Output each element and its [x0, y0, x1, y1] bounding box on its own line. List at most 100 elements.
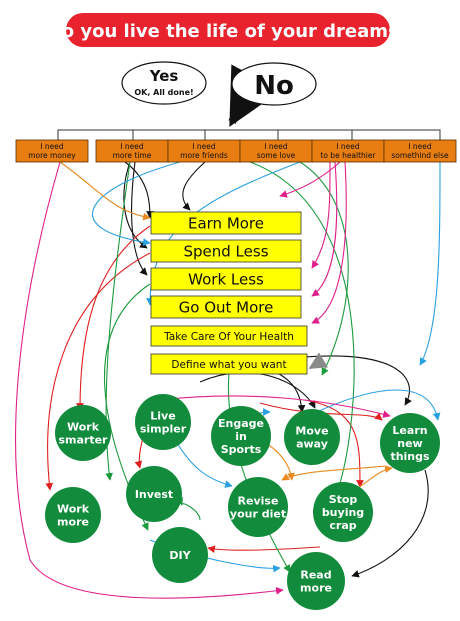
- connector: [15, 161, 284, 599]
- tactic-label: Move: [295, 425, 328, 438]
- need-label: I need: [264, 142, 288, 151]
- tactic-label: Stop: [329, 493, 358, 506]
- tactic-label: new: [397, 437, 422, 450]
- connector: [182, 161, 206, 211]
- connector: [175, 497, 201, 521]
- action-box: Define what you want: [150, 353, 308, 375]
- tactic-label: Sports: [221, 443, 262, 456]
- tactic-label: Live: [150, 410, 175, 423]
- title-banner: Do you live the life of your dreams?: [47, 13, 409, 47]
- answer-yes: Yes OK, All done!: [121, 61, 207, 105]
- connector: [91, 161, 181, 246]
- connector: [281, 465, 386, 481]
- connector: [354, 465, 393, 491]
- connector: [311, 161, 331, 269]
- answer-no-label: No: [254, 71, 294, 101]
- connector: [311, 161, 347, 324]
- connector: [311, 161, 338, 297]
- tactic-label: smarter: [58, 434, 108, 447]
- connector: [199, 372, 316, 409]
- need-label: I need: [336, 142, 360, 151]
- needs-bracket: [57, 129, 441, 140]
- tactic-label: your diet: [230, 508, 286, 521]
- connector: [259, 402, 383, 421]
- page-title: Do you live the life of your dreams?: [47, 21, 409, 42]
- tactic-label: Engage: [218, 417, 264, 430]
- action-label: Go Out More: [179, 298, 274, 316]
- tactic-label: crap: [329, 519, 356, 532]
- tactic-label: Read: [300, 569, 331, 582]
- action-box: Work Less: [150, 267, 302, 291]
- tactic-label: more: [300, 582, 332, 595]
- connector: [351, 469, 429, 578]
- tactic-label: Work: [67, 421, 100, 434]
- need-label: more time: [113, 151, 152, 160]
- connector: [308, 352, 329, 370]
- tactic-label: Invest: [135, 488, 173, 501]
- action-label: Spend Less: [183, 242, 268, 260]
- need-label: I need: [408, 142, 432, 151]
- connector: [279, 161, 341, 198]
- need-label: somethind else: [391, 151, 449, 160]
- tactic-circle: DIY: [152, 527, 208, 583]
- connector: [249, 161, 355, 491]
- answer-no: No: [231, 62, 317, 106]
- connector: [304, 355, 412, 406]
- need-label: I need: [192, 142, 216, 151]
- tactic-label: Work: [57, 503, 90, 516]
- answer-yes-label: Yes: [149, 67, 179, 85]
- need-label: some love: [257, 151, 296, 160]
- connector: [207, 545, 321, 554]
- need-label: I need: [120, 142, 144, 151]
- tactic-label: buying: [322, 506, 364, 519]
- tactic-label: Learn: [392, 424, 427, 437]
- connector: [45, 252, 151, 491]
- action-box: Spend Less: [150, 239, 302, 263]
- action-label: Define what you want: [171, 359, 286, 371]
- action-label: Work Less: [188, 270, 264, 288]
- action-label: Earn More: [188, 214, 264, 232]
- connector: [123, 161, 148, 249]
- connector: [227, 361, 291, 573]
- tactic-label: more: [57, 516, 89, 529]
- action-label: Take Care Of Your Health: [163, 331, 294, 343]
- tactic-label: away: [296, 438, 328, 451]
- connector: [159, 395, 391, 418]
- connector: [419, 161, 441, 366]
- action-box: Take Care Of Your Health: [150, 325, 308, 347]
- need-label: I need: [40, 142, 64, 151]
- tactic-label: DIY: [169, 549, 191, 562]
- need-label: more friends: [180, 151, 228, 160]
- connector: [304, 399, 364, 488]
- tactic-label: simpler: [140, 423, 187, 436]
- need-label: to be healthier: [320, 151, 376, 160]
- big-arrow-no-to-needs: [228, 64, 281, 127]
- tactic-label: Revise: [238, 495, 279, 508]
- connector: [76, 225, 151, 411]
- connector: [59, 161, 151, 221]
- tactic-label: in: [235, 430, 247, 443]
- answer-yes-sub: OK, All done!: [134, 88, 193, 97]
- tactic-label: things: [390, 450, 430, 463]
- action-box: Earn More: [150, 211, 302, 235]
- action-box: Go Out More: [150, 295, 302, 319]
- tactic-circle: Invest: [126, 466, 182, 522]
- connector: [299, 161, 349, 376]
